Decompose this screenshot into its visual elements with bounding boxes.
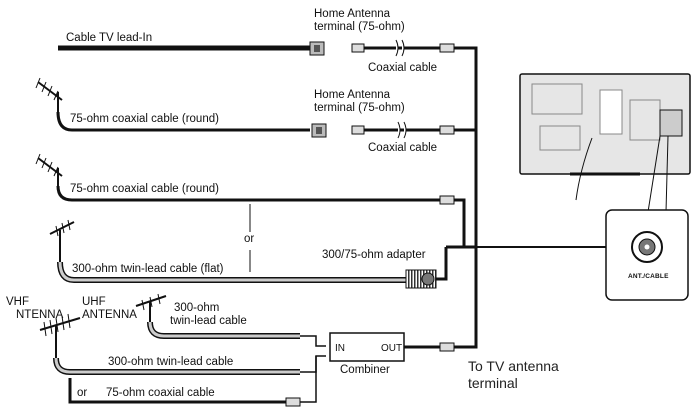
coax-round-line-2 [56, 185, 466, 247]
antenna-icon [135, 293, 167, 322]
adapter-icon [405, 247, 448, 289]
tv-back-icon [519, 73, 691, 201]
vhf-antenna-label: VHF NTENNA [6, 296, 64, 321]
vhf-coax-label: 75-ohm coaxial cable [106, 387, 215, 399]
ant-terminal-icon [605, 209, 689, 301]
wall-plate-icon [311, 123, 327, 138]
adapter-label: 300/75-ohm adapter [322, 249, 426, 261]
coax-round-label-2: 75-ohm coaxial cable (round) [70, 183, 219, 195]
ant-cable-label: ANT./CABLE [628, 273, 669, 280]
uhf-antenna-label: UHF ANTENNA [82, 296, 137, 321]
vhf-coax-line [68, 356, 317, 407]
antenna-icon [35, 77, 63, 112]
antenna-icon [49, 219, 75, 262]
tv-pointer-lines [647, 135, 669, 213]
coaxial-cable-1 [351, 39, 455, 57]
to-tv-terminal-label: To TV antenna terminal [468, 358, 559, 391]
combiner-icon [329, 302, 478, 362]
feed-line-1 [454, 46, 478, 302]
coaxial-cable-2 [351, 121, 476, 139]
twin-lead-flat-label: 300-ohm twin-lead cable (flat) [72, 263, 224, 275]
or-label-1: or [244, 233, 255, 245]
coaxial-cable-label-1: Coaxial cable [368, 62, 438, 74]
uhf-twin-lead-label: 300-ohm twin-lead cable [170, 302, 247, 327]
coax-round-line-1 [56, 111, 310, 132]
coax-round-label-1: 75-ohm coaxial cable (round) [70, 113, 219, 125]
combiner-out-label: OUT [381, 343, 403, 354]
vhf-twin-lead-label: 300-ohm twin-lead cable [108, 356, 234, 368]
antenna-icon [35, 153, 63, 186]
combiner-label: Combiner [340, 364, 390, 376]
cable-tv-lead-in-label: Cable TV lead-In [66, 32, 153, 44]
coaxial-cable-label-2: Coaxial cable [368, 142, 438, 154]
or-label-2: or [77, 387, 88, 399]
antenna-icon [39, 313, 81, 360]
combiner-in-label: IN [335, 343, 345, 354]
home-antenna-terminal-label-1: Home Antenna terminal (75-ohm) [314, 8, 405, 33]
home-antenna-terminal-label-2: Home Antenna terminal (75-ohm) [314, 89, 405, 114]
wall-plate-icon [309, 41, 325, 56]
uhf-twin-lead-line [147, 321, 326, 347]
twin-lead-flat-line [57, 261, 408, 283]
